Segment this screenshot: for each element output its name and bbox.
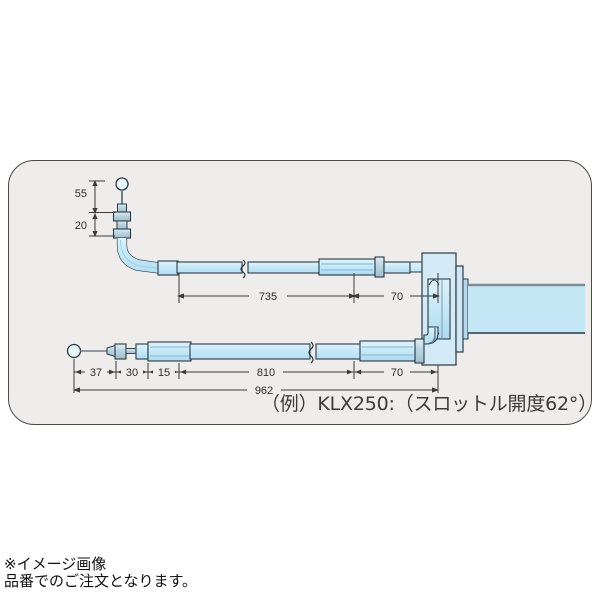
dim-u70-arrow-right [433, 293, 440, 299]
dim-l30-label-bg [121, 365, 143, 379]
throttle-housing-assembly [421, 252, 585, 366]
upper-cable-eyelet [115, 177, 129, 191]
upper-casing-elbow [117, 238, 159, 273]
disclaimer-notes: ※イメージ画像 品番でのご注文となります。 [4, 555, 198, 591]
dim-l810-label-bg [249, 365, 283, 379]
dim-u70-arrow-left [352, 293, 359, 299]
lower-dimension-group: 37 30 15 810 70 962 [73, 359, 439, 397]
example-model-caption: （例）KLX250:（スロットル開度62°） [261, 393, 592, 415]
dim-l810-arrow-right [347, 369, 353, 375]
dim-20-arrow-bottom [92, 231, 98, 237]
throttle-cable-diagram: 55 20 735 70 [66, 177, 585, 397]
dim-label-15: 15 [158, 367, 170, 379]
upper-casing-run-b [247, 261, 321, 274]
handlebar-tube-fill [468, 285, 585, 333]
note-image-disclaimer: ※イメージ画像 [4, 555, 107, 573]
dim-u70-label-bg [384, 289, 410, 303]
dim-l37-arrow-left [75, 369, 81, 375]
lower-adjuster-nut [135, 343, 149, 360]
dim-962-label-bg [247, 383, 281, 397]
dim-55-arrow-bottom [92, 208, 98, 214]
upper-adjuster-barrel [318, 258, 376, 276]
upper-casing-highlight [120, 239, 160, 269]
dim-label-55: 55 [75, 188, 87, 200]
throttle-flange-collar [462, 278, 469, 340]
dim-l70-label-bg [384, 365, 410, 379]
product-diagram-panel: 55 20 735 70 [8, 160, 592, 425]
dim-l37-label-bg [85, 365, 107, 379]
lower-casing-run-a [189, 343, 311, 360]
lower-casing-run-b [315, 343, 362, 360]
throttle-flange-plate [455, 265, 464, 353]
dim-l70-arrow-right [431, 369, 437, 375]
lower-wire-crimp [106, 344, 116, 358]
upper-casing-run-a [176, 261, 243, 274]
dim-label-37: 37 [90, 367, 102, 379]
dim-735-arrow-left [177, 293, 184, 299]
lower-cable-assembly [66, 326, 439, 364]
dim-l15-label-bg [153, 365, 175, 379]
dim-962-arrow-right [432, 387, 439, 393]
dim-l37-arrow-right [109, 369, 115, 375]
upper-lock-nut-top [112, 211, 132, 222]
upper-adjuster-collar [117, 203, 127, 213]
dim-label-962: 962 [255, 385, 273, 397]
dim-735-label-bg [249, 289, 287, 303]
lower-entry-guide [428, 328, 436, 344]
note-order-disclaimer: 品番でのご注文となります。 [4, 572, 198, 591]
dim-55-arrow-top [92, 180, 98, 186]
dim-label-lower-70: 70 [391, 367, 403, 379]
upper-casing-run-c [383, 261, 411, 274]
upper-break-symbol [240, 259, 246, 279]
upper-ferrule-left [157, 260, 179, 276]
upper-dimension-group: 735 70 [177, 273, 440, 303]
lower-threaded-rod [125, 348, 137, 354]
lower-adjuster-barrel-mid [359, 340, 416, 362]
dim-l810-arrow-left [180, 369, 186, 375]
upper-lock-nut-bottom [112, 228, 132, 239]
dim-l70-arrow-left [355, 369, 361, 375]
lower-lock-nut [114, 343, 127, 360]
lower-break-symbol [308, 341, 314, 364]
dim-label-810: 810 [257, 367, 275, 379]
upper-adjuster-body [116, 220, 128, 230]
lower-cable-nipple [66, 343, 82, 359]
lower-hex-nut [414, 338, 425, 364]
dim-20-arrow-top [92, 213, 98, 219]
upper-cable-assembly [112, 177, 439, 282]
upper-hex-nut [374, 256, 385, 278]
dim-label-upper-70: 70 [391, 291, 403, 303]
dim-label-735: 735 [259, 291, 277, 303]
dim-label-30: 30 [126, 367, 138, 379]
lower-adjuster-barrel-left [147, 341, 192, 362]
dim-962-arrow-left [73, 387, 80, 393]
vertical-dimension-group: 55 20 [75, 180, 115, 237]
dim-label-20: 20 [75, 220, 87, 232]
